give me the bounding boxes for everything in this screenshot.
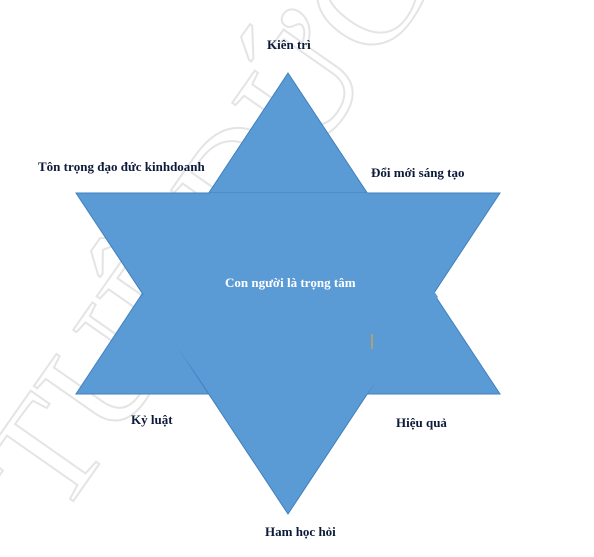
point-label-upper-right: Đổi mới sáng tạo — [371, 165, 465, 180]
point-label-lower-right: Hiệu quả — [396, 415, 447, 430]
star-inner-fill — [142, 193, 438, 394]
point-label-lower-left: Kỷ luật — [131, 412, 173, 427]
point-label-upper-left: Tôn trọng đạo đức kinhdoanh — [38, 159, 205, 174]
center-label: Con người là trọng tâm — [225, 275, 356, 290]
point-label-top: Kiên trì — [267, 37, 311, 52]
point-label-bottom: Ham học hỏi — [265, 524, 336, 539]
